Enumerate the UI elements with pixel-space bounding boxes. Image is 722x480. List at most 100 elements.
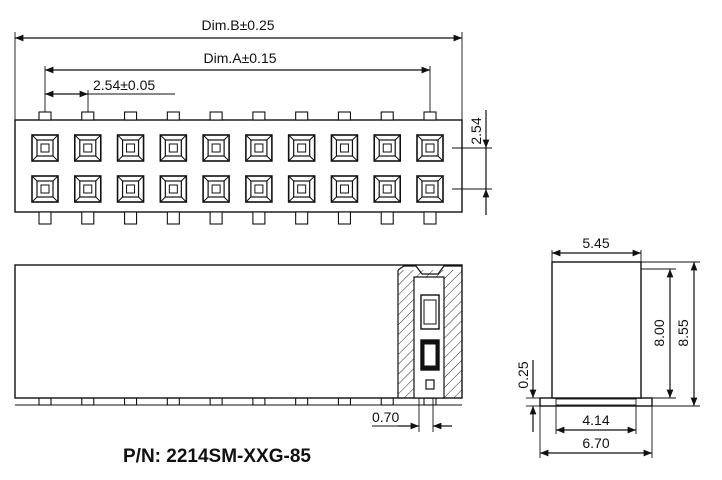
cavity-chamfer	[245, 175, 252, 182]
contact-pin	[40, 184, 50, 194]
cavity-chamfer	[331, 134, 337, 141]
pin-tail-bottom	[124, 211, 138, 225]
pin-tail-top	[380, 111, 394, 121]
width-top-label: 5.45	[582, 235, 609, 251]
contact-upper	[420, 294, 440, 330]
contact-pin	[254, 184, 264, 194]
pin-tail-bottom	[38, 211, 52, 225]
contact-tail	[425, 379, 435, 390]
cavity-chamfer	[31, 196, 38, 203]
cavity-chamfer	[266, 175, 273, 182]
pin-tail-top	[38, 111, 52, 121]
contact-pin	[168, 143, 178, 153]
contact-pin	[168, 184, 178, 194]
foot-inner-label: 4.14	[582, 412, 609, 428]
cavity-chamfer	[394, 134, 401, 141]
side-view-body	[14, 264, 463, 399]
cavity-chamfer	[223, 175, 230, 182]
cavity-chamfer	[373, 196, 380, 203]
contact-pin	[382, 143, 392, 153]
cavity-chamfer	[31, 134, 38, 141]
cavity-chamfer	[331, 155, 337, 162]
cavity-chamfer	[202, 134, 209, 141]
cavity-chamfer	[373, 134, 380, 141]
cavity-chamfer	[95, 175, 102, 182]
cavity-chamfer	[180, 175, 187, 182]
pin-tail-bottom	[423, 211, 437, 225]
dim-a-label: Dim.A±0.15	[203, 50, 276, 66]
cavity-chamfer	[394, 196, 401, 203]
cavity-chamfer	[31, 155, 38, 162]
cavity-chamfer	[352, 134, 358, 141]
side-pin-tail	[166, 397, 180, 406]
slot-top-edge	[397, 265, 462, 275]
cavity-chamfer	[74, 155, 81, 162]
cavity-chamfer	[266, 155, 273, 162]
side-pin-tail	[38, 397, 52, 406]
cavity-chamfer	[52, 175, 59, 182]
cavity-chamfer	[416, 155, 423, 162]
contact-pin	[211, 143, 221, 153]
pin-tail-top	[337, 111, 351, 121]
cavity-chamfer	[394, 155, 401, 162]
contact-pin	[126, 184, 136, 194]
cavity-chamfer	[245, 155, 252, 162]
cavity-chamfer	[74, 175, 81, 182]
cavity-chamfer	[223, 134, 230, 141]
cavity-chamfer	[74, 196, 81, 203]
cavity-chamfer	[138, 155, 144, 162]
pin-tail-top	[124, 111, 138, 121]
contact-upper-inner	[423, 299, 437, 325]
side-pin-tail	[124, 397, 138, 406]
foot-outer-label: 6.70	[582, 435, 609, 451]
cavity-chamfer	[95, 196, 102, 203]
cavity-chamfer	[95, 134, 102, 141]
top-contacts	[31, 134, 444, 203]
contact-pin	[126, 143, 136, 153]
cavity-chamfer	[52, 134, 59, 141]
side-pin-tail	[423, 397, 437, 406]
end-view-body	[551, 261, 642, 399]
pin-tail-top	[209, 111, 223, 121]
side-pin-tail	[81, 397, 95, 406]
tail-offset-label: 0.70	[372, 409, 399, 425]
end-view: 5.45 8.00 8.55 0.25 4.14 6.70	[515, 235, 700, 458]
cavity-chamfer	[202, 175, 209, 182]
cavity-chamfer	[180, 196, 187, 203]
cavity-chamfer	[138, 175, 144, 182]
cavity-chamfer	[159, 196, 166, 203]
cavity-chamfer	[266, 134, 273, 141]
pin-tail-bottom	[252, 211, 266, 225]
side-view: 0.70	[14, 264, 463, 432]
cavity-chamfer	[331, 175, 337, 182]
top-view: Dim.B±0.25 Dim.A±0.15 2.54±0.05 2.54	[14, 17, 492, 225]
contact-pin	[339, 184, 349, 194]
pin-tail-top	[423, 111, 437, 121]
side-pin-tail	[252, 397, 266, 406]
cavity-chamfer	[437, 155, 444, 162]
cavity-chamfer	[394, 175, 401, 182]
cavity-chamfer	[352, 196, 358, 203]
cavity-chamfer	[159, 134, 166, 141]
cavity-chamfer	[159, 155, 166, 162]
end-view-foot-inner	[555, 398, 637, 406]
pin-tail-top	[81, 111, 95, 121]
cavity-chamfer	[437, 196, 444, 203]
contact-pin	[382, 184, 392, 194]
part-number: P/N: 2214SM-XXG-85	[123, 446, 311, 467]
pin-tail-top	[295, 111, 309, 121]
cavity-chamfer	[309, 196, 316, 203]
cavity-chamfer	[373, 175, 380, 182]
pin-tail-bottom	[337, 211, 351, 225]
cavity-chamfer	[309, 134, 316, 141]
cavity-chamfer	[95, 155, 102, 162]
contact-pin	[297, 184, 307, 194]
cavity-chamfer	[437, 175, 444, 182]
cavity-chamfer	[52, 196, 59, 203]
dim-b-label: Dim.B±0.25	[201, 17, 274, 33]
cavity-chamfer	[138, 196, 144, 203]
cavity-chamfer	[117, 134, 123, 141]
side-pin-tail	[209, 397, 223, 406]
contact-pin	[339, 143, 349, 153]
cavity-chamfer	[309, 155, 316, 162]
